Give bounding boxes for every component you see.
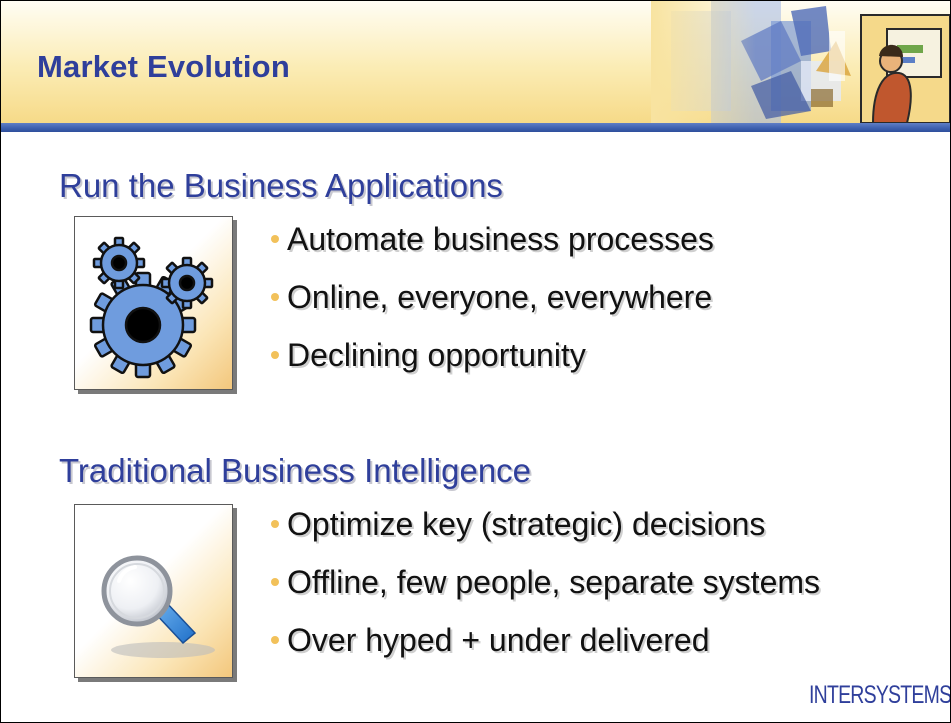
section-heading-run-business: Run the Business Applications <box>59 167 503 204</box>
bullet-dot <box>271 292 279 301</box>
bullet-dot <box>271 577 279 586</box>
header-divider <box>1 123 950 132</box>
bullet-item: Online, everyone, everywhere <box>271 279 714 337</box>
magnifier-image-box <box>74 504 233 678</box>
bullet-list-run-business: Automate business processes Online, ever… <box>271 221 714 395</box>
bullet-text: Automate business processes <box>287 221 714 257</box>
bullet-item: Offline, few people, separate systems <box>271 564 820 622</box>
bullet-dot <box>271 519 279 528</box>
gears-image-box <box>74 216 233 390</box>
gears-icon <box>89 236 214 379</box>
bullet-dot <box>271 350 279 359</box>
magnifying-glass-icon <box>101 555 215 658</box>
bullet-item: Over hyped + under delivered <box>271 622 820 680</box>
intersystems-logo: INTERSYSTEMS <box>809 681 951 709</box>
bullet-item: Automate business processes <box>271 221 714 279</box>
bullet-text: Offline, few people, separate systems <box>287 564 821 600</box>
bullet-dot <box>271 635 279 644</box>
slide-title: Market Evolution <box>37 49 290 84</box>
bullet-dot <box>271 234 279 243</box>
bullet-text: Over hyped + under delivered <box>287 622 710 658</box>
bullet-text: Online, everyone, everywhere <box>287 279 713 315</box>
slide-header: Market Evolution <box>1 1 950 123</box>
section-heading-traditional-bi: Traditional Business Intelligence <box>59 452 532 489</box>
bullet-text: Optimize key (strategic) decisions <box>287 506 766 542</box>
bullet-text: Declining opportunity <box>287 337 586 373</box>
bullet-item: Declining opportunity <box>271 337 714 395</box>
header-collage-image <box>651 1 950 123</box>
bullet-list-traditional-bi: Optimize key (strategic) decisions Offli… <box>271 506 820 680</box>
bullet-item: Optimize key (strategic) decisions <box>271 506 820 564</box>
